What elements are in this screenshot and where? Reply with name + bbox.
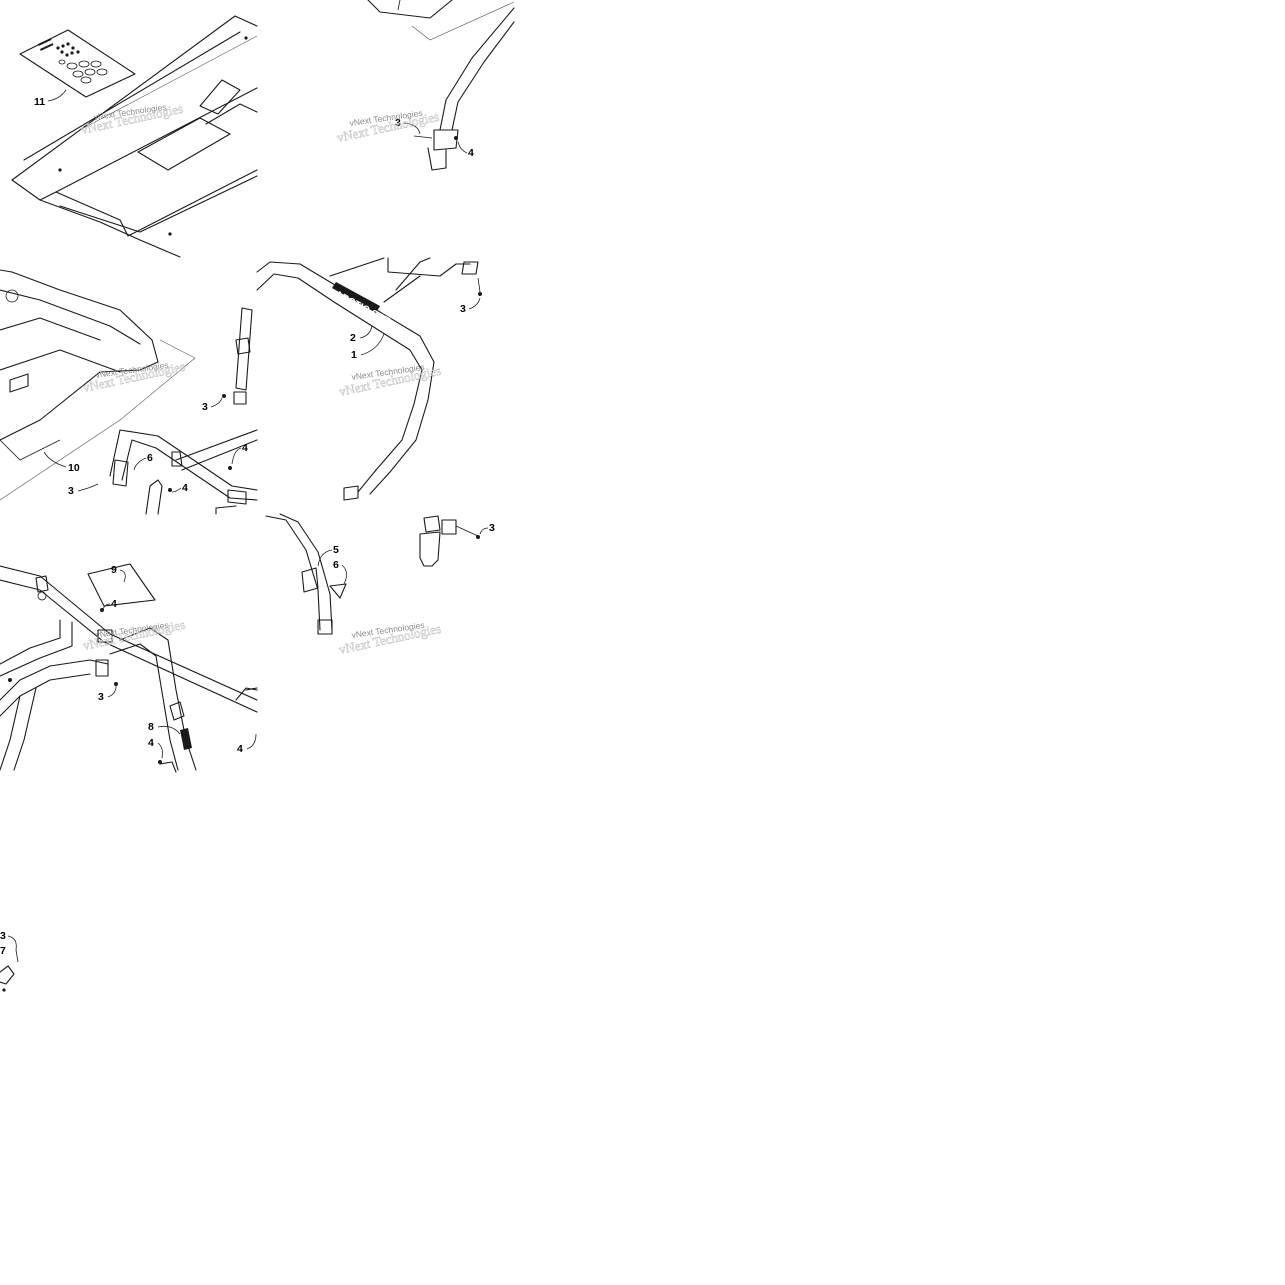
callout-3: 3	[98, 691, 104, 703]
callout-4: 4	[242, 442, 248, 454]
brand-decal: ARCTIC CAT	[332, 282, 391, 327]
callout-7: 7	[0, 945, 6, 957]
callout-3: 3	[489, 522, 495, 534]
callout-4: 4	[148, 737, 154, 749]
callout-10: 10	[68, 462, 80, 474]
tile-rollbar-top: 3 4 vNext Technologies vNext Technologie…	[335, 0, 515, 171]
callout-4: 4	[111, 598, 117, 610]
callout-9: 9	[111, 564, 117, 576]
watermark: vNext Technologies vNext Technologies	[337, 620, 442, 657]
tile-rollbar-main: ARCTIC CAT 2 1 3 vNext Technologies vNex…	[256, 257, 482, 501]
callout-6: 6	[147, 452, 153, 464]
callout-4: 4	[237, 743, 243, 755]
watermark: vNext Technologies vNext Technologies	[81, 616, 187, 653]
callout-3: 3	[202, 401, 208, 413]
callout-2: 2	[350, 332, 356, 344]
tile-roof-top: 11 vNext Technologies vNext Technologies	[11, 15, 258, 258]
watermark: vNext Technologies vNext Technologies	[337, 362, 442, 399]
tile-fragment: 3 7	[0, 930, 19, 992]
callout-3: 3	[68, 485, 74, 497]
tile-roof-underside: 10 3 6 3 4 4 vNext Technologies vNext Te…	[0, 269, 258, 515]
svg-text:vNext Technologies: vNext Technologies	[82, 617, 187, 653]
callout-4: 4	[468, 147, 474, 159]
callout-6: 6	[333, 559, 339, 571]
callout-3: 3	[0, 930, 6, 942]
callout-4: 4	[182, 482, 188, 494]
watermark: vNext Technologies vNext Technologies	[79, 100, 184, 137]
watermark: vNext Technologies vNext Technologies	[335, 108, 440, 145]
callout-11: 11	[34, 96, 45, 108]
callout-8: 8	[148, 721, 154, 733]
callout-5: 5	[333, 544, 339, 556]
svg-text:ARCTIC CAT: ARCTIC CAT	[333, 289, 391, 327]
callout-1: 1	[351, 349, 357, 361]
callout-3: 3	[460, 303, 466, 315]
tile-side-bar: 5 6 3 vNext Technologies vNext Technolog…	[265, 513, 495, 657]
tile-frame-lower: 9 4 3 8 4 4 vNext Technologies vNext Tec…	[0, 563, 258, 773]
callout-3: 3	[395, 117, 401, 129]
